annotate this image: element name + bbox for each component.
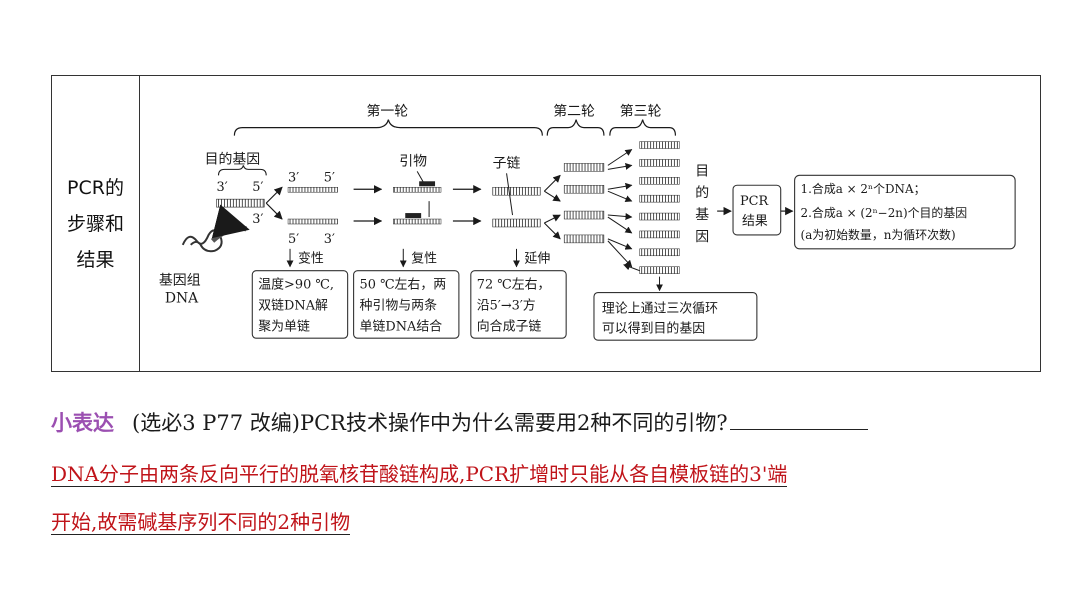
answer-text-1: DNA分子由两条反向平行的脱氧核苷酸链构成,PCR扩增时只能从各自模板链的3'端 <box>51 462 788 487</box>
extend-box-line: 72 ℃左右， <box>477 278 551 293</box>
genomic-dna-label-1: 基因组 <box>159 272 201 289</box>
row-label: PCR的 步骤和 结果 <box>67 170 124 278</box>
result-line-2: 2.合成a × (2ⁿ−2n)个目的基因 <box>801 206 968 220</box>
question-text: (选必3 P77 改编)PCR技术操作中为什么需要用2种不同的引物? <box>132 411 728 435</box>
row-label-line: 结果 <box>76 248 115 271</box>
denatured-3prime: 3′ <box>288 170 299 185</box>
target-vertical-3: 基 <box>695 206 709 223</box>
primer-top <box>419 181 436 187</box>
initial-3prime-top: 3′ <box>217 180 228 195</box>
row-label-line: 步骤和 <box>66 212 124 235</box>
daughter-strand-label: 子链 <box>493 155 521 171</box>
pcr-table: PCR的 步骤和 结果 第一轮 <box>51 75 1041 372</box>
theory-box-line: 可以得到目的基因 <box>602 320 705 336</box>
theory-box-line: 理论上通过三次循环 <box>602 301 718 316</box>
initial-5prime-top: 5′ <box>252 180 263 195</box>
target-vertical-4: 因 <box>695 229 709 245</box>
genomic-to-target-arrow <box>210 204 250 243</box>
theory-box <box>593 291 758 341</box>
anneal-label: 复性 <box>411 252 437 267</box>
round2-arrow <box>544 214 561 224</box>
target-vertical-1: 目 <box>695 163 709 179</box>
extend-strand-bottom <box>492 218 541 228</box>
anneal-strand-top <box>393 186 442 193</box>
extend-box-line: 向合成子链 <box>477 318 542 334</box>
anneal-box-line: 单链DNA结合 <box>360 319 443 334</box>
initial-dsdna <box>216 198 265 208</box>
primer-label: 引物 <box>399 153 427 169</box>
target-gene-label: 目的基因 <box>205 150 261 167</box>
target-vertical-2: 的 <box>695 185 709 201</box>
answer-text-2: 开始,故需碱基序列不同的2种引物 <box>51 510 351 535</box>
extend-box-line: 沿5′→3′方 <box>477 297 536 313</box>
denatured-5prime: 5′ <box>324 170 335 185</box>
extend-label: 延伸 <box>524 252 550 267</box>
brace-round-1 <box>233 119 543 136</box>
question-line: 小表达 (选必3 P77 改编)PCR技术操作中为什么需要用2种不同的引物? <box>51 407 1041 443</box>
round-2-label: 第二轮 <box>553 103 595 120</box>
initial-3prime-bottom: 3′ <box>252 212 263 227</box>
pcr-result-line2: 结果 <box>742 214 768 229</box>
round3-extra-arrow <box>623 263 640 272</box>
round2-arrow <box>543 222 561 240</box>
denature-box-line: 双链DNA解 <box>258 298 328 313</box>
anneal-box <box>353 270 460 339</box>
round3-products <box>639 141 680 274</box>
extend-box <box>470 270 567 339</box>
anneal-box-line: 50 ℃左右，两 <box>360 278 447 293</box>
pcr-diagram: 第一轮 第二轮 第三轮 目的基因 3′ 5′ 5′ 3′ 基因组 DNA 3′ … <box>159 103 1016 341</box>
denatured-5prime-b: 5′ <box>288 232 299 247</box>
initial-5prime-bottom: 5′ <box>217 212 228 227</box>
denatured-strand-top <box>287 186 338 193</box>
round2-arrow <box>543 174 561 192</box>
pcr-result-line1: PCR <box>740 194 770 209</box>
question-tag: 小表达 <box>51 411 114 435</box>
answer-line-2: 开始,故需碱基序列不同的2种引物 <box>51 506 351 542</box>
genomic-dna-label-2: DNA <box>165 290 199 306</box>
round2-products <box>563 163 605 244</box>
denature-box <box>251 270 349 339</box>
round3-arrows <box>607 149 633 268</box>
brace-round-2 <box>546 119 605 136</box>
extend-strand-top <box>492 186 541 196</box>
anneal-box-line: 种引物与两条 <box>360 297 438 313</box>
answer-line-1: DNA分子由两条反向平行的脱氧核苷酸链构成,PCR扩增时只能从各自模板链的3'端 <box>51 458 788 494</box>
fork-arrow-up <box>265 186 283 204</box>
pcr-result-box <box>732 184 782 236</box>
pcr-diagram-cell: 第一轮 第二轮 第三轮 目的基因 3′ 5′ 5′ 3′ 基因组 DNA 3′ … <box>140 76 1040 371</box>
round-3-label: 第三轮 <box>620 103 662 120</box>
denature-box-line: 聚为单链 <box>258 319 310 334</box>
result-line-1: 1.合成a × 2ⁿ个DNA； <box>801 182 926 196</box>
denatured-strand-bottom <box>287 218 338 225</box>
anneal-strand-bottom <box>393 218 442 225</box>
denature-label: 变性 <box>298 251 324 267</box>
row-label-cell: PCR的 步骤和 结果 <box>52 76 140 371</box>
denatured-3prime-b: 3′ <box>324 232 335 247</box>
primer-bottom <box>405 213 422 219</box>
round-1-label: 第一轮 <box>367 103 409 120</box>
brace-round-3 <box>609 119 677 136</box>
result-formula-box <box>794 174 1016 250</box>
round2-arrow <box>544 190 561 202</box>
fork-arrow-down <box>265 202 283 220</box>
target-gene-brace <box>217 165 267 176</box>
row-label-line: PCR的 <box>67 176 124 199</box>
denature-box-line: 温度>90 ℃, <box>258 277 334 293</box>
result-line-3: (a为初始数量，n为循环次数) <box>801 228 956 242</box>
answer-blank <box>729 407 868 430</box>
